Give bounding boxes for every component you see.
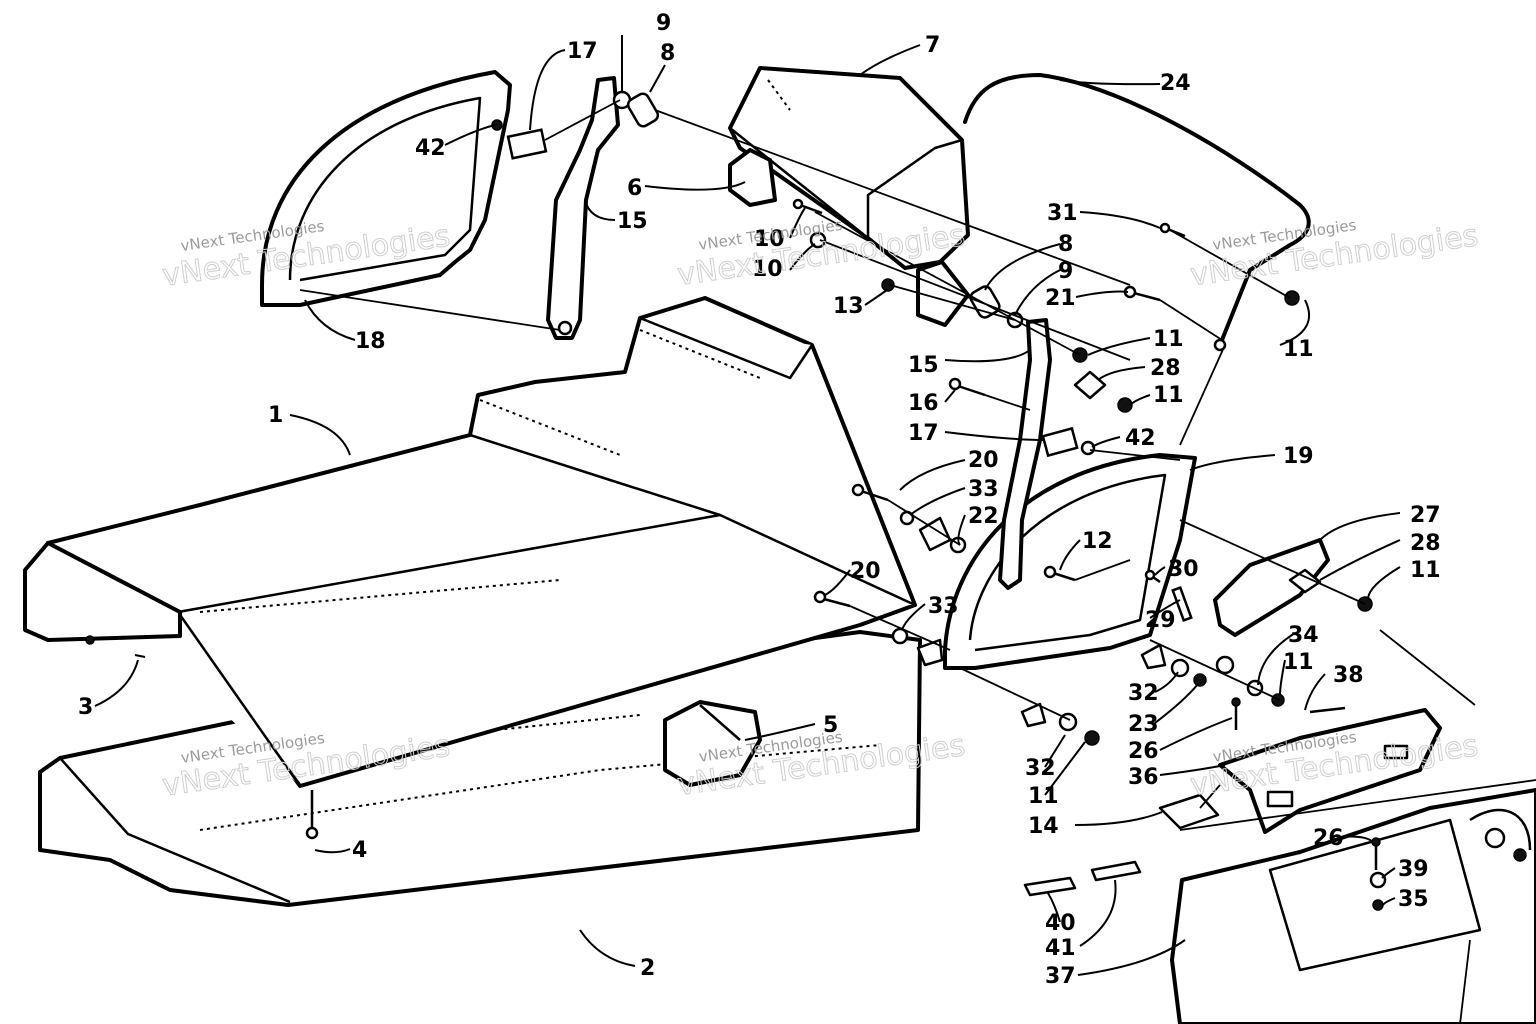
callout-20: 20 [850, 559, 881, 584]
leader-lines [94, 35, 1401, 976]
callout-11: 11 [1410, 558, 1441, 583]
callout-6: 6 [627, 176, 642, 201]
callout-15: 15 [908, 353, 939, 378]
hardware [305, 90, 1527, 911]
part-5-strap [663, 700, 762, 787]
callout-33: 33 [968, 477, 999, 502]
callout-1: 1 [268, 403, 283, 428]
callout-27: 27 [1410, 503, 1441, 528]
callout-8: 8 [1058, 232, 1073, 257]
callout-12: 12 [1082, 529, 1113, 554]
callout-23: 23 [1128, 712, 1159, 737]
callout-15: 15 [617, 209, 648, 234]
callout-21: 21 [1045, 286, 1076, 311]
callout-10: 10 [754, 227, 785, 252]
part-7-backrest [728, 66, 970, 327]
callout-31: 31 [1047, 201, 1078, 226]
callout-39: 39 [1398, 857, 1429, 882]
part-15-right-arm [998, 318, 1052, 590]
part-37-storage-box [1170, 788, 1536, 1024]
callout-29: 29 [1145, 608, 1176, 633]
callout-11: 11 [1028, 784, 1059, 809]
part-1-seat [23, 296, 917, 788]
callout-13: 13 [833, 294, 864, 319]
callout-33: 33 [928, 594, 959, 619]
callout-26: 26 [1128, 739, 1159, 764]
callout-34: 34 [1288, 623, 1319, 648]
callout-20: 20 [968, 448, 999, 473]
callout-7: 7 [925, 33, 940, 58]
callout-17: 17 [567, 39, 598, 64]
callout-36: 36 [1128, 765, 1159, 790]
callout-32: 32 [1128, 681, 1159, 706]
callout-28: 28 [1150, 356, 1181, 381]
callout-41: 41 [1045, 936, 1076, 961]
part-36-light-bar [1218, 708, 1442, 834]
callout-5: 5 [823, 713, 838, 738]
callout-22: 22 [968, 504, 999, 529]
decals [1023, 860, 1142, 897]
callout-16: 16 [908, 391, 939, 416]
part-15-left-arm [546, 76, 620, 340]
callout-9: 9 [656, 11, 671, 36]
callout-32: 32 [1025, 756, 1056, 781]
callout-42: 42 [1125, 426, 1156, 451]
callout-8: 8 [660, 41, 675, 66]
callout-labels: 9 8 17 7 24 42 6 15 10 10 31 8 9 21 13 1… [78, 11, 1441, 989]
callout-35: 35 [1398, 887, 1429, 912]
callout-11: 11 [1153, 327, 1184, 352]
callout-40: 40 [1045, 911, 1076, 936]
callout-42: 42 [415, 136, 446, 161]
callout-11: 11 [1153, 383, 1184, 408]
callout-30: 30 [1168, 557, 1199, 582]
callout-11: 11 [1283, 650, 1314, 675]
part-19-right-bracket [943, 453, 1197, 670]
callout-24: 24 [1160, 71, 1191, 96]
part-18-left-bracket [260, 70, 512, 307]
assembly-axis-lines [299, 99, 1536, 1024]
callout-26: 26 [1313, 826, 1344, 851]
callout-37: 37 [1045, 964, 1076, 989]
callout-18: 18 [355, 329, 386, 354]
callout-28: 28 [1410, 531, 1441, 556]
callout-17: 17 [908, 421, 939, 446]
part-24-grab-bar [963, 73, 1311, 352]
callout-14: 14 [1028, 814, 1059, 839]
callout-10: 10 [752, 257, 783, 282]
callout-38: 38 [1333, 663, 1364, 688]
callout-11: 11 [1283, 337, 1314, 362]
callout-3: 3 [78, 695, 93, 720]
callout-2: 2 [640, 956, 655, 981]
callout-4: 4 [352, 838, 367, 863]
callout-19: 19 [1283, 444, 1314, 469]
callout-9: 9 [1058, 259, 1073, 284]
